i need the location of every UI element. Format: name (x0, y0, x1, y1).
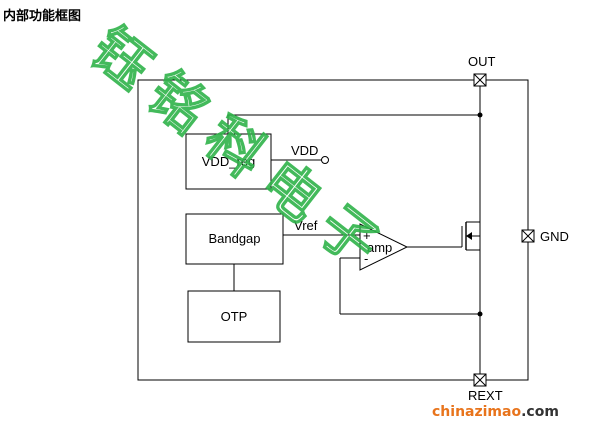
out-pin (473, 73, 487, 87)
mosfet-symbol (461, 221, 480, 251)
rext-pin (473, 373, 487, 387)
amp-plus-label: + (363, 228, 371, 243)
vdd-reg-block (185, 133, 272, 190)
bandgap-block (185, 213, 284, 265)
vdd-label: VDD (291, 143, 318, 158)
site-logo: chinazimao.com (432, 404, 559, 420)
amp-symbol (359, 223, 409, 271)
site-logo-part2: .com (521, 404, 559, 420)
vdd-reg-label: VDD_reg (202, 154, 255, 169)
out-pin-label: OUT (468, 54, 496, 69)
amp-label: amp (367, 240, 392, 255)
rext-pin-label: REXT (468, 388, 503, 403)
gnd-pin (521, 229, 535, 243)
amp-minus-label: - (364, 251, 368, 266)
junction-feedback (477, 311, 483, 317)
vdd-terminal (321, 156, 329, 164)
gnd-pin-label: GND (540, 229, 569, 244)
site-logo-part1: chinazimao (432, 404, 521, 420)
diagram-title: 内部功能框图 (3, 8, 81, 24)
otp-block (187, 290, 281, 343)
bandgap-label: Bandgap (208, 231, 260, 246)
vref-label: Vref (294, 218, 318, 233)
otp-label: OTP (221, 309, 248, 324)
